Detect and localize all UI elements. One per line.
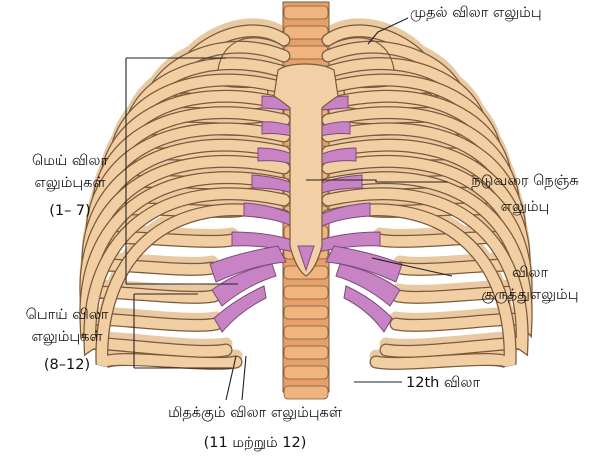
- vertebra: [284, 366, 328, 379]
- vertebra: [284, 386, 328, 399]
- label-floating-ribs-line2: (11 மற்றும் 12): [130, 432, 380, 454]
- label-false-ribs-line2: எலும்புகள்: [12, 326, 122, 348]
- vertebra: [284, 6, 328, 19]
- vertebra: [284, 326, 328, 339]
- vertebra: [284, 26, 328, 39]
- label-costal-cartilage-line2: குருத்துஎலும்பு: [460, 284, 600, 306]
- label-floating-ribs-line1: மிதக்கும் விலா எலும்புகள்: [130, 402, 380, 424]
- label-false-ribs-line1: பொய் விலா: [12, 304, 122, 326]
- label-sternum-line2: எலும்பு: [450, 196, 600, 218]
- vertebra: [284, 46, 328, 59]
- label-false-ribs-line3: (8–12): [12, 354, 122, 376]
- label-first-rib: முதல் விலா எலும்பு: [410, 2, 542, 24]
- label-true-ribs-line1: மெய் விலா: [10, 150, 130, 172]
- label-sternum-line1: நடுவரை நெஞ்சு: [450, 170, 600, 192]
- label-true-ribs-line2: எலும்புகள்: [10, 172, 130, 194]
- label-true-ribs-line3: (1– 7): [10, 200, 130, 222]
- vertebra: [284, 306, 328, 319]
- vertebra: [284, 286, 328, 299]
- vertebra: [284, 346, 328, 359]
- label-twelfth-rib: 12th விலா: [406, 372, 480, 394]
- label-costal-cartilage-line1: விலா: [460, 262, 600, 284]
